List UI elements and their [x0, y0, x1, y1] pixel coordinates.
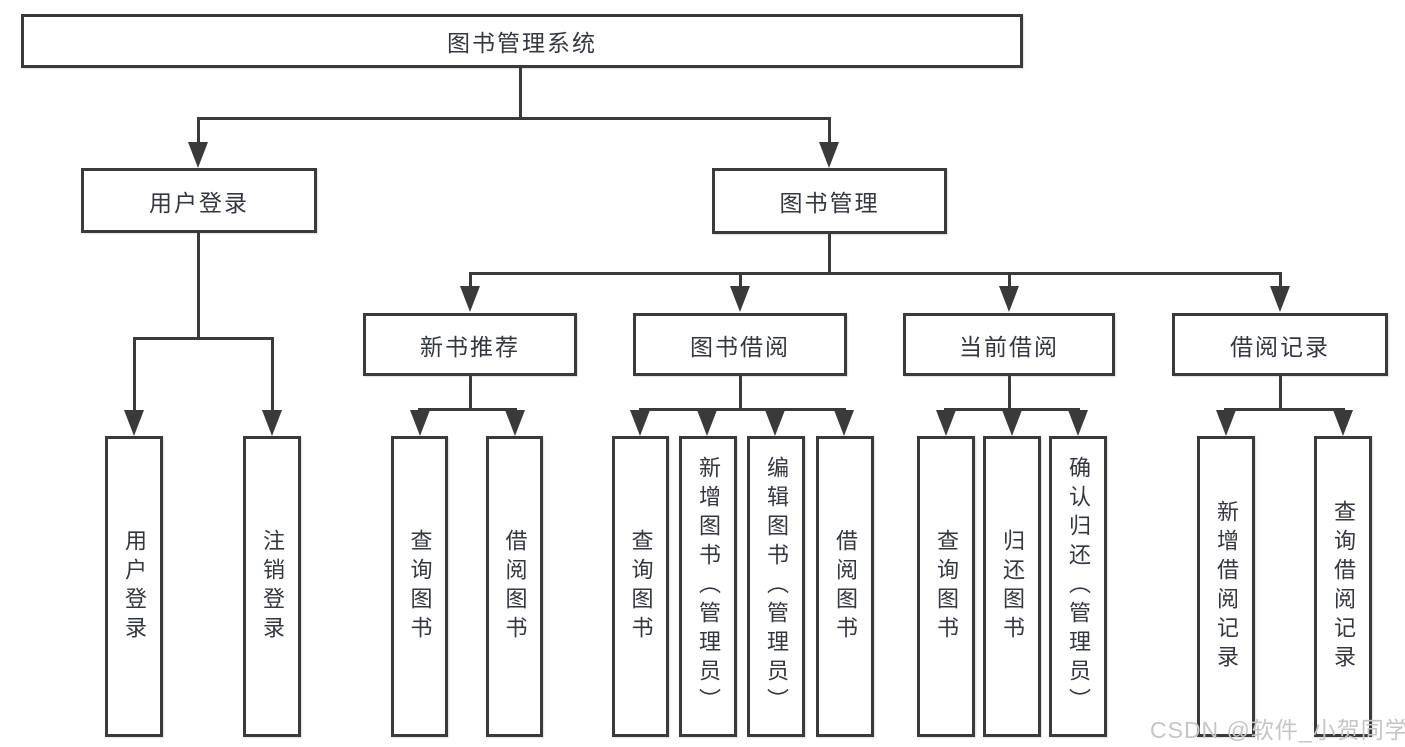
node-label: 借阅图书 — [833, 528, 858, 645]
node-user-login: 用户登录 — [81, 168, 317, 233]
leaf-logout: 注销登录 — [243, 436, 301, 737]
leaf-confirm-return-admin: 确认归还（管理员） — [1049, 436, 1107, 737]
connector-stem — [1279, 272, 1282, 288]
node-label: 注销登录 — [260, 528, 285, 645]
leaf-user-login: 用户登录 — [105, 436, 163, 737]
arrowhead-down-icon — [819, 142, 839, 168]
connector-rail — [1224, 408, 1345, 411]
leaf-edit-books-admin: 编辑图书（管理员） — [747, 436, 805, 737]
connector-stem — [1008, 272, 1011, 288]
node-label: 编辑图书（管理员） — [764, 456, 789, 717]
arrowhead-down-icon — [1068, 410, 1088, 436]
connector-stem — [1008, 376, 1011, 408]
connector-sections-rail — [469, 272, 1282, 275]
node-label: 查询借阅记录 — [1331, 499, 1356, 674]
leaf-return-books: 归还图书 — [983, 436, 1041, 737]
arrowhead-down-icon — [999, 286, 1019, 312]
arrowhead-down-icon — [697, 410, 717, 436]
leaf-query-borrow-record: 查询借阅记录 — [1314, 436, 1372, 737]
connector-stem — [469, 272, 472, 288]
leaf-add-books-admin: 新增图书（管理员） — [679, 436, 737, 737]
node-label: 图书借阅 — [690, 333, 790, 360]
arrowhead-down-icon — [936, 410, 956, 436]
arrowhead-down-icon — [1270, 286, 1290, 312]
node-new-book-recommendation: 新书推荐 — [363, 313, 577, 376]
connector-user-login-stem — [197, 232, 200, 337]
node-label: 新书推荐 — [420, 333, 520, 360]
arrowhead-down-icon — [505, 410, 525, 436]
arrowhead-down-icon — [188, 142, 208, 168]
arrowhead-down-icon — [1216, 410, 1236, 436]
arrowhead-down-icon — [460, 286, 480, 312]
node-label: 用户登录 — [122, 528, 147, 645]
node-label: 查询图书 — [407, 528, 433, 645]
node-library-management-system: 图书管理系统 — [21, 14, 1023, 68]
arrowhead-down-icon — [410, 410, 430, 436]
leaf-borrow-books: 借阅图书 — [816, 436, 874, 737]
leaf-query-books: 查询图书 — [917, 436, 975, 737]
node-label: 确认归还（管理员） — [1066, 456, 1091, 717]
node-label: 借阅图书 — [502, 528, 528, 645]
connector-stem — [469, 376, 472, 408]
arrowhead-down-icon — [834, 410, 854, 436]
node-label: 用户登录 — [149, 189, 249, 216]
arrowhead-down-icon — [1002, 410, 1022, 436]
connector-user-login-rail — [133, 337, 274, 340]
connector-root-stem — [519, 68, 522, 117]
connector-stem-user-login — [197, 117, 200, 144]
leaf-query-books: 查询图书 — [612, 436, 669, 737]
node-label: 借阅记录 — [1230, 333, 1330, 360]
node-label: 查询图书 — [628, 528, 654, 645]
connector-stem — [1279, 376, 1282, 408]
node-label: 图书管理系统 — [447, 30, 597, 56]
node-label: 新增图书（管理员） — [696, 456, 721, 717]
arrowhead-down-icon — [124, 410, 144, 436]
connector-rail — [418, 408, 517, 411]
connector-rail — [639, 408, 846, 411]
node-book-management: 图书管理 — [712, 168, 947, 234]
node-book-borrowing: 图书借阅 — [633, 313, 847, 376]
csdn-watermark: CSDN @软件_小贺同学 — [1150, 717, 1405, 743]
connector-stem — [133, 337, 136, 412]
connector-stem — [271, 337, 274, 412]
leaf-query-books: 查询图书 — [391, 436, 448, 737]
connector-stem-book-management — [828, 117, 831, 144]
connector-stem — [739, 376, 742, 408]
node-label: 新增借阅记录 — [1214, 499, 1239, 674]
connector-book-management-stem — [828, 234, 831, 272]
arrowhead-down-icon — [1333, 410, 1353, 436]
arrowhead-down-icon — [730, 286, 750, 312]
node-label: 归还图书 — [1000, 528, 1025, 645]
connector-level2-rail — [197, 117, 831, 120]
node-borrowing-records: 借阅记录 — [1172, 313, 1388, 376]
arrowhead-down-icon — [262, 410, 282, 436]
connector-stem — [739, 272, 742, 288]
node-label: 图书管理 — [779, 190, 880, 216]
node-label: 当前借阅 — [959, 333, 1059, 360]
node-current-borrowing: 当前借阅 — [903, 313, 1115, 376]
arrowhead-down-icon — [630, 410, 650, 436]
leaf-add-borrow-record: 新增借阅记录 — [1197, 436, 1255, 737]
connector-rail — [944, 408, 1080, 411]
arrowhead-down-icon — [765, 410, 785, 436]
leaf-borrow-books: 借阅图书 — [486, 436, 543, 737]
node-label: 查询图书 — [934, 528, 959, 645]
